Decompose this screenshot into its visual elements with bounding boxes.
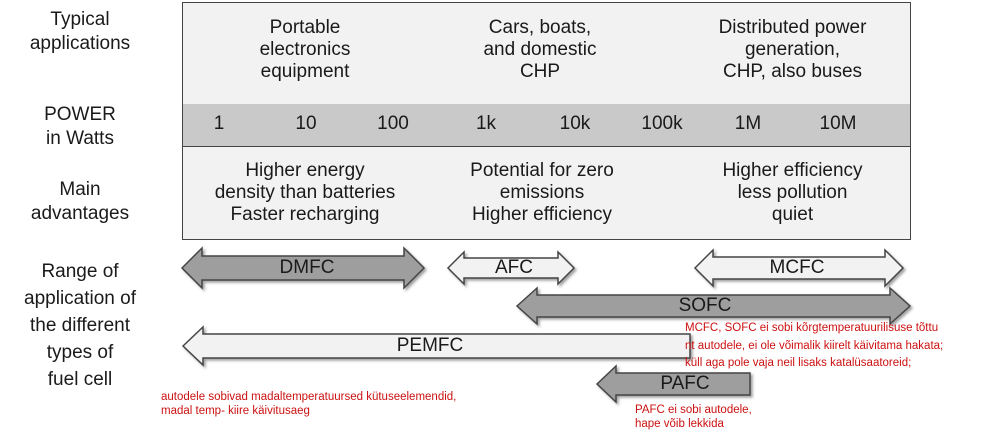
mcfc-arrow	[693, 248, 905, 288]
sofc-arrow	[515, 286, 912, 326]
application-portable: Portable electronics equipment	[259, 17, 351, 82]
advantages-panel	[182, 146, 911, 240]
dmfc-label: DMFC	[279, 257, 335, 278]
application-distributed: Distributed power generation, CHP, also …	[718, 17, 867, 82]
row-label-applications: Typical applications	[29, 9, 131, 54]
pafc-note: PAFC ei sobi autodele, hape võib lekkida	[635, 404, 752, 430]
pafc-arrow	[595, 364, 751, 404]
mcfc-sofc-note: MCFC, SOFC ei sobi kõrgtemperatuurilisus…	[685, 322, 944, 369]
pemfc-label: PEMFC	[396, 335, 464, 356]
pafc-label: PAFC	[660, 373, 710, 394]
advantage-transport: Potential for zero emissions Higher effi…	[470, 160, 614, 225]
dmfc-arrow	[180, 246, 426, 290]
row-label-advantages: Main advantages	[30, 179, 130, 224]
afc-label: AFC	[495, 257, 533, 278]
row-label-power: POWER in Watts	[44, 104, 116, 149]
application-transport: Cars, boats, and domestic CHP	[483, 17, 597, 82]
power-tick: 1k	[475, 113, 497, 134]
sofc-label: SOFC	[678, 295, 732, 316]
power-tick: 1M	[734, 113, 762, 134]
power-tick: 10k	[559, 113, 591, 134]
power-tick: 1	[213, 113, 225, 134]
power-scale-band	[182, 104, 911, 146]
pemfc-note: autodele sobivad madaltemperatuursed küt…	[161, 391, 457, 417]
advantage-distributed: Higher efficiency less pollution quiet	[722, 160, 863, 225]
power-tick: 100k	[641, 113, 683, 134]
pemfc-arrow	[181, 325, 691, 367]
advantage-portable: Higher energy density than batteries Fas…	[214, 160, 396, 225]
row-label-range: Range of application of the different ty…	[24, 261, 136, 390]
power-tick: 10M	[819, 113, 857, 134]
afc-arrow	[446, 250, 576, 286]
applications-panel	[182, 2, 911, 105]
power-tick: 10	[295, 113, 317, 134]
mcfc-label: MCFC	[769, 257, 825, 278]
power-tick: 100	[377, 113, 409, 134]
